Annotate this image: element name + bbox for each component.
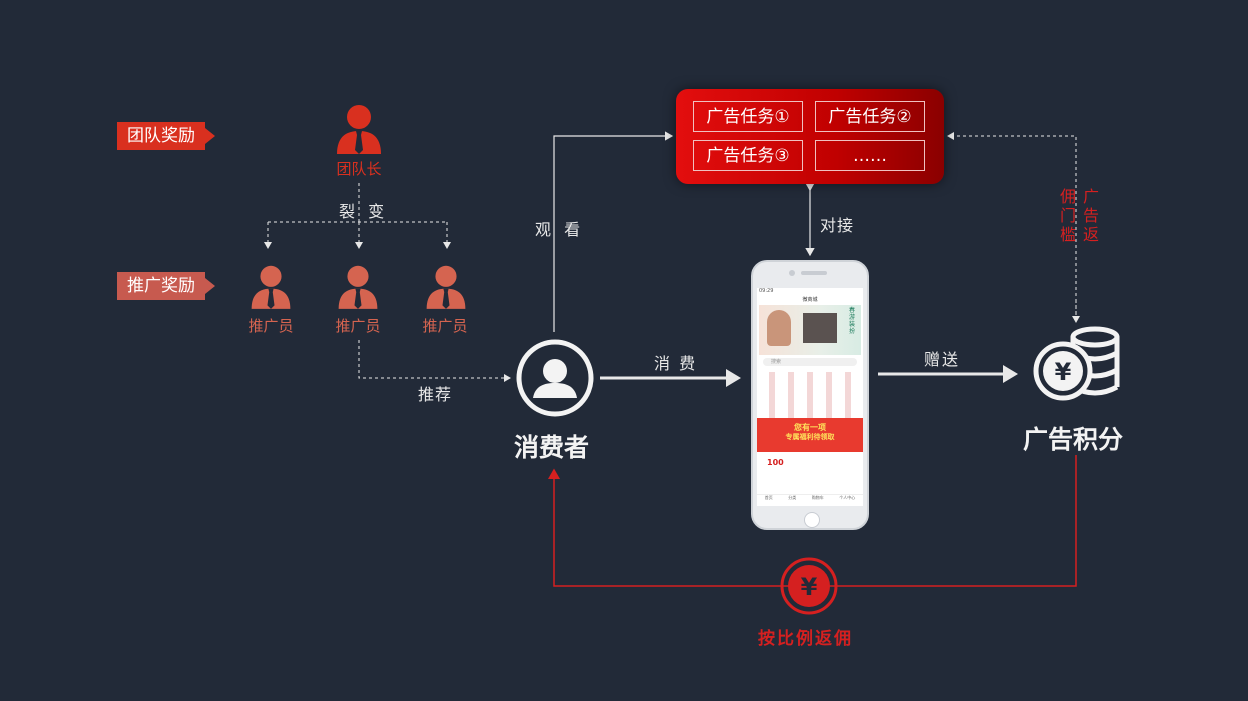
phone-app-title: 微商城 [802,297,818,303]
phone-speaker [801,271,827,275]
recommend-line [358,340,511,382]
watch-line [553,131,674,332]
threshold-line [947,132,1077,320]
coin-yen-icon: ¥ [1055,358,1072,386]
threshold-label: 广告返佣门槛 [1057,188,1099,245]
phone-tab: 个人中心 [839,495,856,500]
phone-tab: 购物车 [811,495,824,500]
phone-tab: 首页 [764,495,773,500]
team-leader-label: 团队长 [336,160,382,178]
consumer-label: 消费者 [514,433,590,462]
promoter-person-icon [338,265,378,309]
ad-task-1: 广告任务① [693,101,803,132]
ad-task-more: …… [815,140,925,171]
phone-search-bar: 搜索 [763,358,857,366]
promoter-person-icon [251,265,291,309]
watch-label: 观 看 [535,220,585,239]
phone-tabbar: 首页 分类 购物车 个人中心 [757,494,863,506]
ad-task-panel: 广告任务① 广告任务② 广告任务③ …… [676,89,944,184]
phone-price: 100 [767,458,784,467]
promoter-person-icon [426,265,466,309]
promoter-label: 推广员 [248,317,294,335]
ad-points-label: 广告积分 [1023,425,1124,454]
phone-screen: 09:29 微商城 春游装扮 搜索 您有一项 专属福利待领取 100 首页 分类… [757,288,863,506]
model-photo-icon [767,310,791,346]
recommend-label: 推荐 [418,385,453,404]
promoter-label: 推广员 [335,317,381,335]
team-leader-person-icon [337,105,381,154]
cosmetics-photo-icon [803,313,837,343]
ad-task-2: 广告任务② [815,101,925,132]
consumer-user-icon [516,339,594,417]
phone-banner: 春游装扮 [759,305,861,355]
consume-label: 消 费 [654,354,698,373]
rebate-yen-icon: ¥ [780,557,838,615]
phone-camera [789,270,795,276]
phone-status-time: 09:29 [759,288,774,294]
team-reward-tag: 团队奖励 [117,122,215,150]
promo-reward-tag: 推广奖励 [117,272,215,300]
phone-mockup: 09:29 微商城 春游装扮 搜索 您有一项 专属福利待领取 100 首页 分类… [751,260,869,530]
promo-title: 您有一项 [794,423,826,432]
promoter-label: 推广员 [422,317,468,335]
ad-task-3: 广告任务③ [693,140,803,171]
banner-text: 春游装扮 [849,307,856,335]
fission-label: 裂 变 [339,202,389,221]
svg-text:¥: ¥ [801,573,818,601]
coin-stack-icon: ¥ [1033,326,1120,401]
gift-label: 赠送 [924,350,961,369]
phone-tab: 分类 [788,495,797,500]
product-grid [763,372,857,418]
phone-home-button [804,512,820,528]
dock-label: 对接 [820,216,855,235]
promo-banner: 您有一项 专属福利待领取 [757,418,863,452]
rebate-label: 按比例返佣 [758,629,853,649]
promo-sub: 专属福利待领取 [785,433,835,441]
